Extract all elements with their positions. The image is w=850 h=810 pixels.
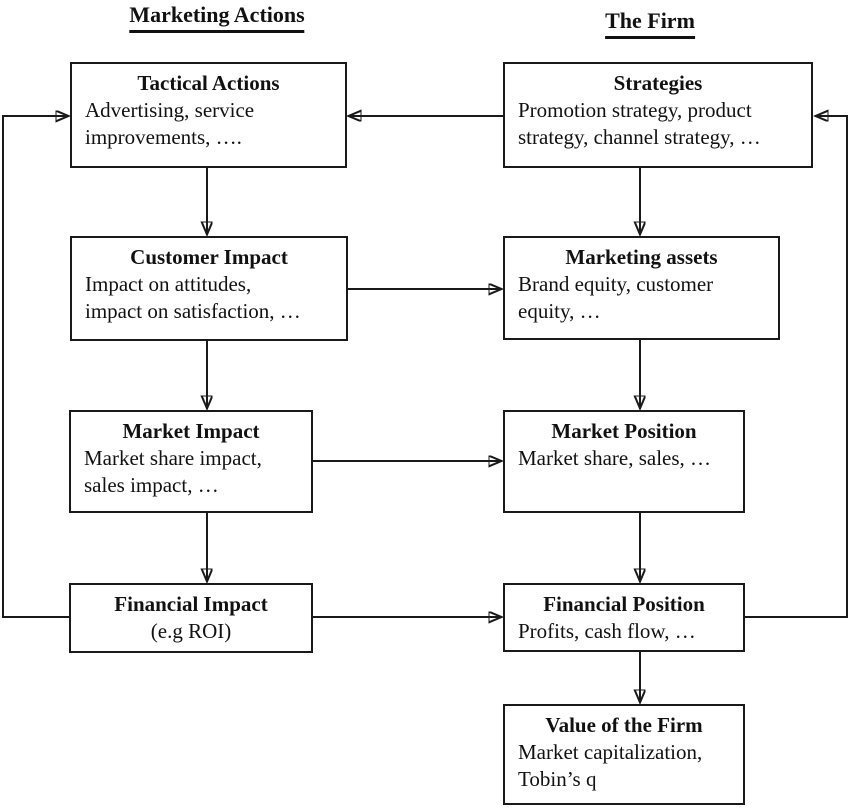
box-financial-impact: Financial Impact (e.g ROI) bbox=[69, 583, 313, 653]
box-tactical-actions: Tactical Actions Advertising, service im… bbox=[70, 62, 347, 168]
box-tactical-actions-title: Tactical Actions bbox=[137, 71, 280, 95]
box-financial-position: Financial Position Profits, cash flow, … bbox=[503, 583, 745, 652]
box-market-impact-title: Market Impact bbox=[122, 419, 260, 443]
box-market-impact: Market Impact Market share impact, sales… bbox=[69, 410, 313, 513]
box-market-position-body: Market share, sales, … bbox=[518, 446, 712, 470]
box-strategies-body: Promotion strategy, product strategy, ch… bbox=[518, 98, 761, 149]
feedback-arrow-financial-position-to-strategies bbox=[745, 116, 848, 618]
box-market-position: Market Position Market share, sales, … bbox=[503, 410, 745, 513]
column-header-the-firm-label: The Firm bbox=[605, 8, 695, 39]
box-financial-position-body: Profits, cash flow, … bbox=[518, 619, 696, 643]
box-financial-impact-title: Financial Impact bbox=[114, 592, 268, 616]
box-financial-impact-body: (e.g ROI) bbox=[150, 619, 232, 643]
box-value-of-the-firm-body: Market capitalization, Tobin’s q bbox=[518, 740, 703, 791]
box-strategies-title: Strategies bbox=[613, 71, 703, 95]
box-value-of-the-firm-title: Value of the Firm bbox=[545, 713, 703, 737]
box-customer-impact: Customer Impact Impact on attitudes, imp… bbox=[70, 236, 348, 341]
box-financial-position-title: Financial Position bbox=[543, 592, 705, 616]
column-header-marketing-actions-label: Marketing Actions bbox=[129, 2, 305, 33]
column-header-the-firm: The Firm bbox=[605, 8, 695, 39]
box-market-position-title: Market Position bbox=[551, 419, 697, 443]
box-marketing-assets-title: Marketing assets bbox=[565, 245, 718, 269]
box-tactical-actions-body: Advertising, service improvements, …. bbox=[85, 98, 255, 149]
box-customer-impact-body: Impact on attitudes, impact on satisfact… bbox=[85, 272, 301, 323]
box-value-of-the-firm: Value of the Firm Market capitalization,… bbox=[503, 704, 745, 805]
box-strategies: Strategies Promotion strategy, product s… bbox=[503, 62, 813, 168]
feedback-arrow-financial-impact-to-tactical-actions bbox=[2, 116, 69, 618]
column-header-marketing-actions: Marketing Actions bbox=[129, 2, 305, 33]
box-market-impact-body: Market share impact, sales impact, … bbox=[84, 446, 262, 497]
box-marketing-assets: Marketing assets Brand equity, customer … bbox=[503, 236, 780, 340]
box-customer-impact-title: Customer Impact bbox=[130, 245, 288, 269]
box-marketing-assets-body: Brand equity, customer equity, … bbox=[518, 272, 714, 323]
